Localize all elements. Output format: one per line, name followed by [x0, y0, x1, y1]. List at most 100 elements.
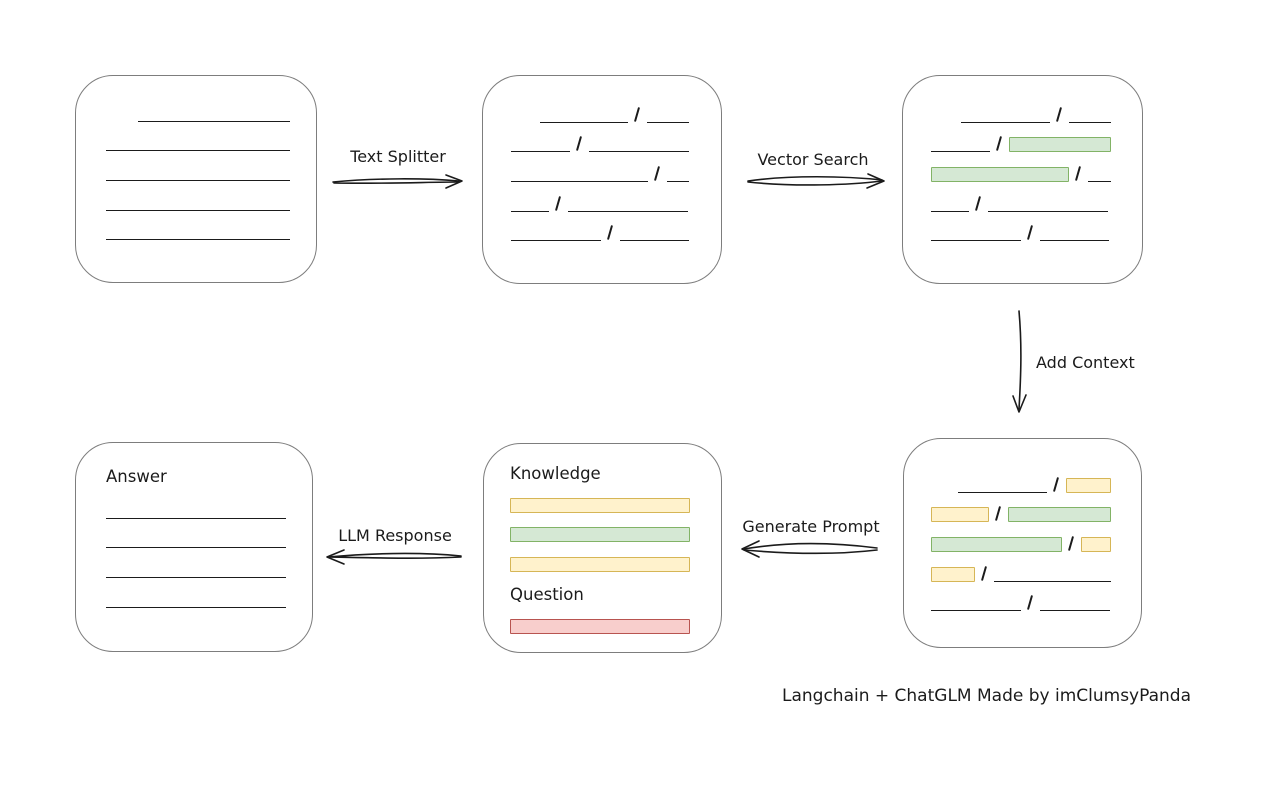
text-line	[1040, 240, 1109, 242]
chunk-row	[931, 182, 1111, 212]
prompt-box: Knowledge Question	[483, 443, 722, 653]
slash-separator	[1067, 536, 1074, 552]
green-chunk	[931, 167, 1069, 183]
text-line	[106, 606, 286, 608]
knowledge-label: Knowledge	[510, 464, 601, 483]
text-line	[511, 151, 571, 153]
source-document-box	[75, 75, 317, 283]
chunk-row	[931, 152, 1111, 183]
text-line	[511, 210, 549, 212]
text-line	[589, 151, 689, 153]
chunk-row	[510, 604, 690, 634]
text-line	[106, 517, 286, 519]
chunk-row	[510, 542, 690, 573]
green-chunk	[510, 527, 690, 543]
split-chunks-lines	[511, 93, 689, 242]
text-line	[931, 240, 1021, 242]
chunk-row	[931, 463, 1111, 493]
add-context-arrow	[1012, 310, 1027, 413]
source-document-lines	[106, 92, 290, 241]
slash-separator	[634, 106, 641, 122]
slash-separator	[554, 195, 562, 211]
text-line	[931, 610, 1021, 612]
slash-separator	[1074, 166, 1082, 182]
text-line	[511, 181, 648, 183]
yellow-chunk	[931, 507, 989, 523]
chunk-row	[510, 483, 690, 513]
chunk-row	[931, 582, 1111, 612]
slash-separator	[974, 195, 982, 211]
text-line	[540, 121, 629, 123]
text-line	[106, 547, 286, 549]
text-line	[931, 151, 991, 153]
question-label: Question	[510, 585, 584, 605]
text-line	[620, 240, 689, 242]
chunk-row	[511, 93, 689, 123]
vector-search-arrow	[747, 173, 885, 189]
slash-separator	[1052, 476, 1059, 492]
chunk-row	[106, 151, 290, 182]
context-chunks-lines	[931, 463, 1111, 612]
chunk-row	[106, 122, 290, 152]
text-line	[511, 240, 601, 242]
chunk-row	[106, 578, 286, 608]
slash-separator	[994, 506, 1001, 522]
slash-separator	[981, 565, 988, 581]
context-chunks-box	[903, 438, 1142, 648]
text-line	[106, 150, 290, 152]
text-line	[988, 210, 1108, 212]
diagram-caption: Langchain + ChatGLM Made by imClumsyPand…	[782, 686, 1191, 706]
chunk-row	[511, 212, 689, 242]
text-line	[1068, 121, 1111, 123]
text-line	[106, 209, 290, 211]
text-line	[931, 210, 969, 212]
green-chunk	[1007, 507, 1111, 523]
chunk-row	[931, 493, 1111, 523]
chunk-row	[106, 489, 286, 519]
knowledge-bars	[510, 483, 690, 573]
matched-chunks-lines	[931, 93, 1111, 242]
slash-separator	[1055, 106, 1062, 122]
text-line	[138, 120, 290, 122]
text-line	[994, 580, 1111, 582]
generate-prompt-label: Generate Prompt	[742, 517, 880, 536]
text-line	[106, 180, 290, 182]
text-line	[957, 491, 1047, 493]
answer-box: Answer	[75, 442, 313, 652]
text-line	[1088, 181, 1111, 183]
yellow-chunk	[1080, 537, 1111, 553]
slash-separator	[1026, 225, 1034, 241]
chunk-row	[931, 212, 1111, 242]
text-line	[568, 210, 688, 212]
chunk-row	[510, 513, 690, 543]
answer-label: Answer	[106, 467, 167, 486]
question-bar	[510, 604, 690, 634]
matched-chunks-box	[902, 75, 1143, 284]
yellow-chunk	[510, 557, 690, 573]
yellow-chunk	[510, 497, 690, 513]
chunk-row	[106, 181, 290, 211]
chunk-row	[106, 519, 286, 549]
text-line	[1040, 610, 1110, 612]
yellow-chunk	[931, 566, 976, 582]
chunk-row	[931, 552, 1111, 582]
vector-search-label: Vector Search	[757, 150, 869, 169]
chunk-row	[931, 93, 1111, 123]
chunk-row	[931, 123, 1111, 153]
chunk-row	[106, 548, 286, 579]
text-line	[960, 121, 1050, 123]
generate-prompt-arrow	[741, 540, 878, 558]
red-chunk	[510, 618, 690, 634]
text-line	[106, 577, 286, 579]
chunk-row	[511, 123, 689, 153]
answer-lines	[106, 489, 286, 608]
text-line	[106, 239, 290, 241]
text-splitter-label: Text Splitter	[350, 147, 446, 166]
green-chunk	[1009, 137, 1111, 153]
chunk-row	[511, 182, 689, 212]
llm-response-label: LLM Response	[338, 526, 452, 545]
slash-separator	[576, 136, 583, 152]
chunk-row	[511, 152, 689, 183]
green-chunk	[931, 537, 1062, 553]
